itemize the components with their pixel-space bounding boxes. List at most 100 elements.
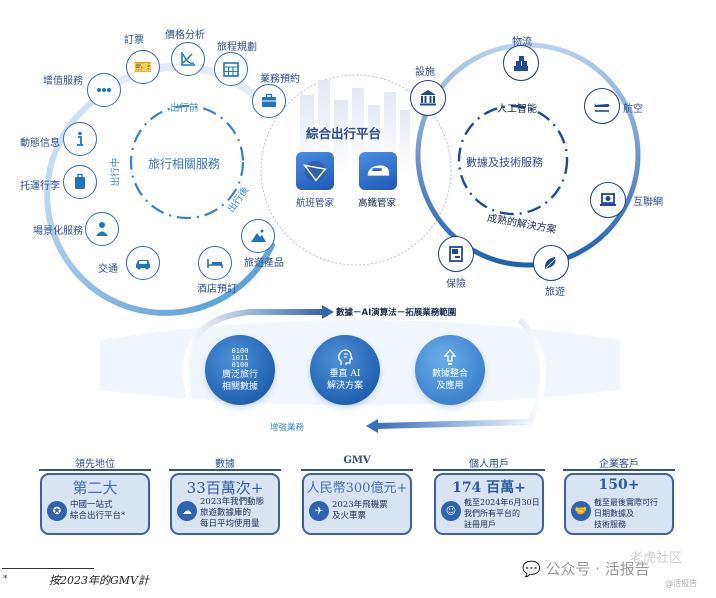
train-app-icon[interactable] — [359, 152, 397, 190]
platform-title: 綜合出行平台 — [306, 126, 382, 141]
card-divider — [433, 469, 545, 471]
users-icon: ☺ — [441, 501, 461, 521]
node-label-hotel: 酒店預訂 — [197, 284, 237, 295]
node-label-insurance: 保險 — [446, 279, 466, 290]
stat-card-data: 33百萬次+ ☁ 2023年我們動態旅遊數據庫的每日平均使用量 — [170, 473, 280, 535]
card-divider — [301, 469, 413, 471]
node-label-value-added: 增值服務 — [43, 76, 83, 87]
node-label-price-analysis: 價格分析 — [165, 30, 205, 41]
travel-leaf-icon — [533, 245, 569, 281]
handshake-icon: 🤝 — [571, 501, 591, 521]
card-big-value: 人民幣300億元+ — [306, 481, 408, 496]
node-label-itinerary: 旅程規劃 — [217, 42, 257, 53]
ball-line2: 解決方案 — [326, 381, 363, 391]
app-label-train-manager: 高鐵管家 — [358, 198, 397, 209]
node-label-dynamic-info: 動態信息 — [20, 138, 60, 149]
card-desc: 2023年我們動態旅遊數據庫的每日平均使用量 — [200, 497, 265, 529]
stat-card-enterprise: 150+ 🤝 截至最後實際可行日期數據及技術服務 — [564, 473, 674, 535]
right-cycle-title: 數據及技術服務 — [466, 156, 543, 169]
card-heading-users: 個人用戶 — [469, 459, 509, 470]
stat-card-users: 174 百萬+ ☺ 截至2024年6月30日我們所有平台的註冊用戶 — [434, 473, 544, 535]
stage-before-label: 出行前 — [170, 103, 199, 114]
node-label-logistics: 物流 — [512, 37, 532, 48]
card-heading-enterprise: 企業客戶 — [599, 459, 639, 470]
left-inner-dashed-circle — [129, 104, 245, 220]
card-divider — [563, 469, 675, 471]
watermark-faint: 老虎社区 — [630, 551, 683, 566]
card-divider — [169, 469, 281, 471]
calendar-icon — [214, 52, 248, 86]
watermark-main: 💬 公众号 · 活报告 — [522, 560, 650, 578]
laptop-icon — [590, 182, 626, 218]
stage-during-label: 出行中 — [110, 157, 122, 187]
card-desc: 中國一站式綜合出行平台* — [70, 500, 126, 521]
card-big-value: 第二大 — [72, 479, 118, 497]
left-cycle-title: 旅行相關服務 — [148, 157, 221, 171]
node-label-transport: 交通 — [98, 264, 118, 275]
flywheel-bottom-label: 增強業務 — [270, 423, 305, 433]
app-label-flight-manager: 航班管家 — [296, 198, 335, 209]
flywheel-ball-vertical-ai: 垂直 AI 解決方案 — [310, 335, 380, 405]
ticket-icon: 🎫 — [126, 50, 160, 84]
taxi-icon — [126, 246, 160, 280]
card-desc: 截至2024年6月30日我們所有平台的註冊用戶 — [464, 498, 540, 529]
right-cycle-ring — [415, 42, 641, 268]
wechat-icon: 💬 — [522, 560, 541, 578]
node-label-travel-products: 旅遊產品 — [244, 258, 284, 269]
ball-line1: 廣泛旅行 — [221, 369, 258, 380]
card-heading-data: 數據 — [215, 459, 235, 470]
card-big-value: 174 百萬+ — [452, 480, 526, 496]
card-desc: 2023年飛機票及火車票 — [332, 500, 388, 521]
bed-icon — [198, 246, 232, 280]
luggage-icon — [63, 165, 97, 199]
award-icon: ✪ — [47, 501, 67, 521]
airplane-icon — [584, 88, 620, 124]
card-big-value: 150+ — [598, 477, 640, 493]
node-label-booking: 訂票 — [124, 35, 144, 46]
flywheel-top-label: 數據－AI演算法－拓展業務範圍 — [336, 308, 457, 318]
flywheel-ball-data-integration: 數據整合 及應用 — [415, 335, 485, 405]
card-desc: 截至最後實際可行日期數據及技術服務 — [594, 498, 658, 529]
boxes-icon — [503, 45, 539, 81]
node-label-tourism: 旅遊 — [545, 287, 565, 298]
card-divider — [39, 469, 151, 471]
node-label-facilities: 設施 — [415, 67, 435, 78]
ball-line1: 垂直 AI — [329, 369, 361, 379]
node-label-internet: 互聯網 — [633, 197, 663, 208]
price-chart-icon — [171, 42, 205, 76]
platform-dotted-circle — [260, 74, 452, 266]
stat-card-leading: 第二大 ✪ 中國一站式綜合出行平台* — [40, 473, 150, 535]
document-icon — [438, 236, 474, 272]
ai-head-icon — [338, 349, 353, 365]
service-person-icon — [85, 212, 119, 246]
right-inner-dashed-circle — [457, 104, 569, 216]
footnote-mark: * — [3, 574, 8, 584]
right-arc-top-label: 人工智能 — [497, 104, 537, 115]
flywheel-bottom-arrow — [377, 317, 546, 429]
card-heading-leading: 領先地位 — [75, 459, 115, 470]
footnote-text: 按2023年的GMV計 — [49, 574, 149, 587]
node-label-scenario-service: 場景化服務 — [33, 226, 83, 237]
institution-icon — [410, 80, 446, 116]
node-label-business-booking: 業務預約 — [260, 74, 300, 85]
briefcase-icon — [252, 84, 286, 118]
plane-app-icon[interactable] — [296, 152, 334, 190]
card-big-value: 33百萬次+ — [186, 479, 264, 497]
footnote-rule — [2, 568, 94, 569]
mountain-icon — [241, 219, 275, 253]
info-icon — [63, 122, 97, 156]
watermark-sub: @活报告 — [665, 579, 697, 588]
left-cycle-arc — [44, 97, 275, 316]
node-label-aviation: 航空 — [623, 104, 643, 115]
card-heading-gmv: GMV — [343, 455, 371, 466]
node-label-luggage: 托運行李 — [20, 181, 60, 192]
more-dots-icon — [87, 73, 121, 107]
ball-line2: 相關數據 — [221, 381, 258, 392]
stat-card-gmv: 人民幣300億元+ ✈ 2023年飛機票及火車票 — [302, 473, 412, 535]
ball-line1: 數據整合 — [431, 369, 468, 379]
plane-icon: ✈ — [309, 501, 329, 521]
upload-arrow-icon — [443, 348, 457, 365]
ball-line2: 及應用 — [436, 381, 464, 391]
